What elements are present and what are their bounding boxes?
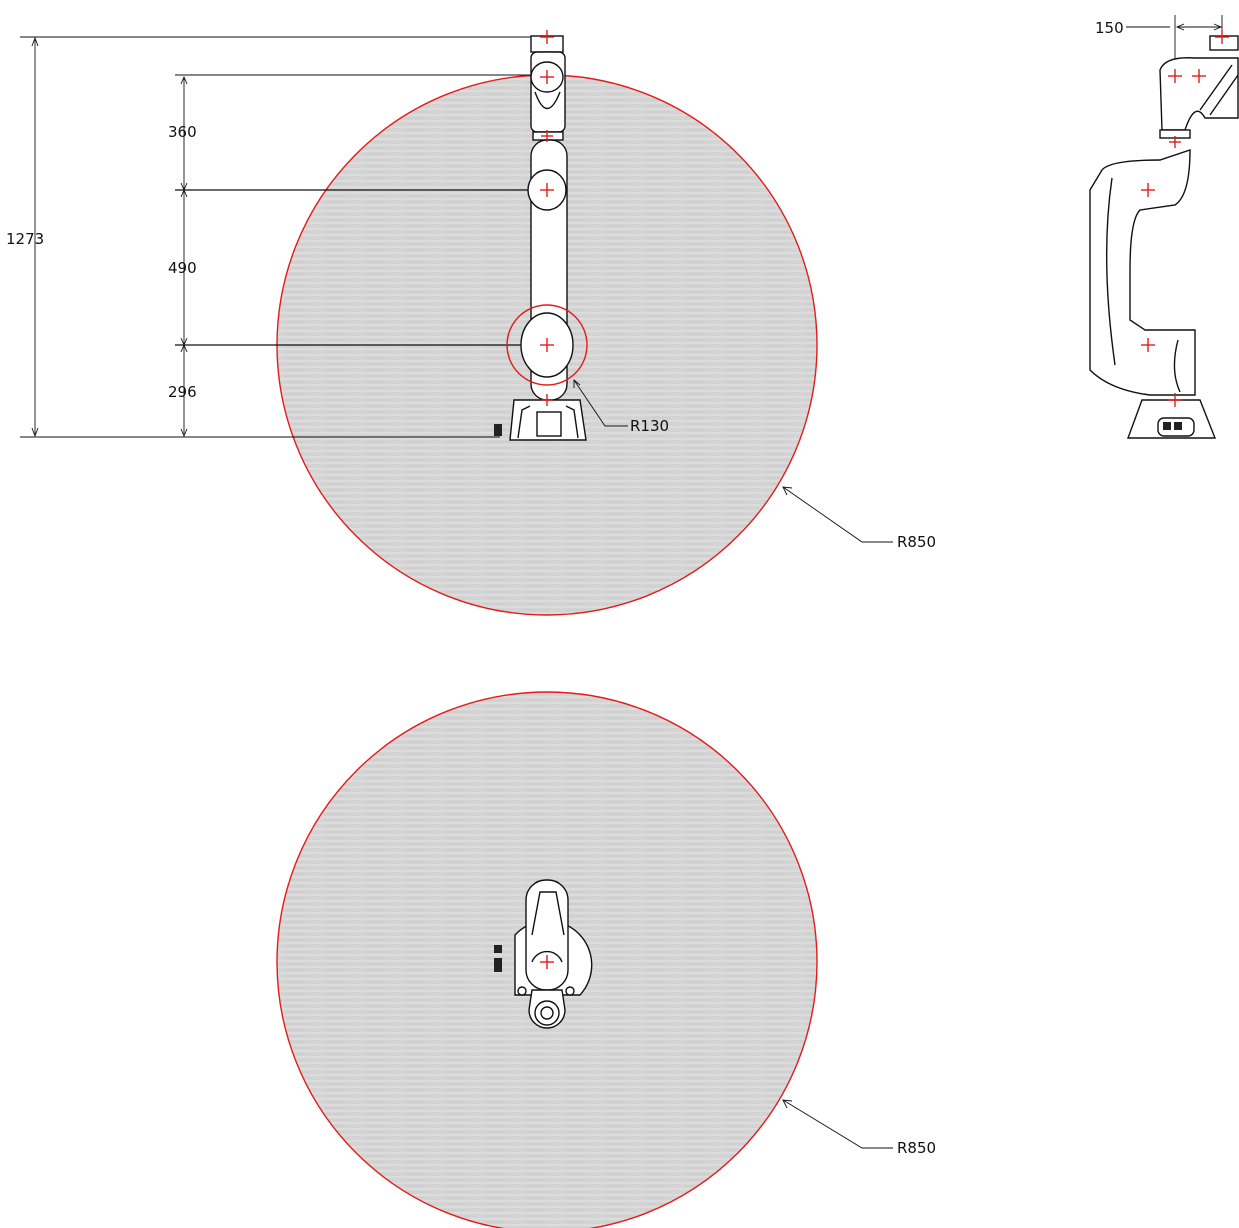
joint-radius-label: R130: [630, 417, 669, 435]
segment-1-label: 360: [168, 123, 197, 141]
front-robot-arm: [494, 35, 588, 441]
overall-height-label: 1273: [6, 230, 44, 248]
segment-2-label: 490: [168, 259, 197, 277]
side-robot-arm: [1089, 35, 1239, 439]
front-reach-leader: [782, 486, 893, 543]
side-view: 150: [1089, 15, 1239, 439]
top-robot-arm: [494, 879, 593, 1029]
side-dimension: [1126, 15, 1223, 60]
segment-3-label: 296: [168, 383, 197, 401]
top-center-mark: [540, 955, 554, 969]
top-view: R850: [276, 691, 936, 1228]
front-dimension-lines: [20, 36, 545, 438]
side-offset-label: 150: [1095, 19, 1124, 37]
top-reach-label: R850: [897, 1139, 936, 1157]
top-reach-leader: [782, 1099, 893, 1149]
front-reach-label: R850: [897, 533, 936, 551]
side-center-marks: [1141, 30, 1229, 407]
front-center-marks: [540, 30, 554, 406]
joint-radius-leader: [573, 379, 628, 427]
front-view: 1273 360 490 296: [6, 30, 936, 616]
